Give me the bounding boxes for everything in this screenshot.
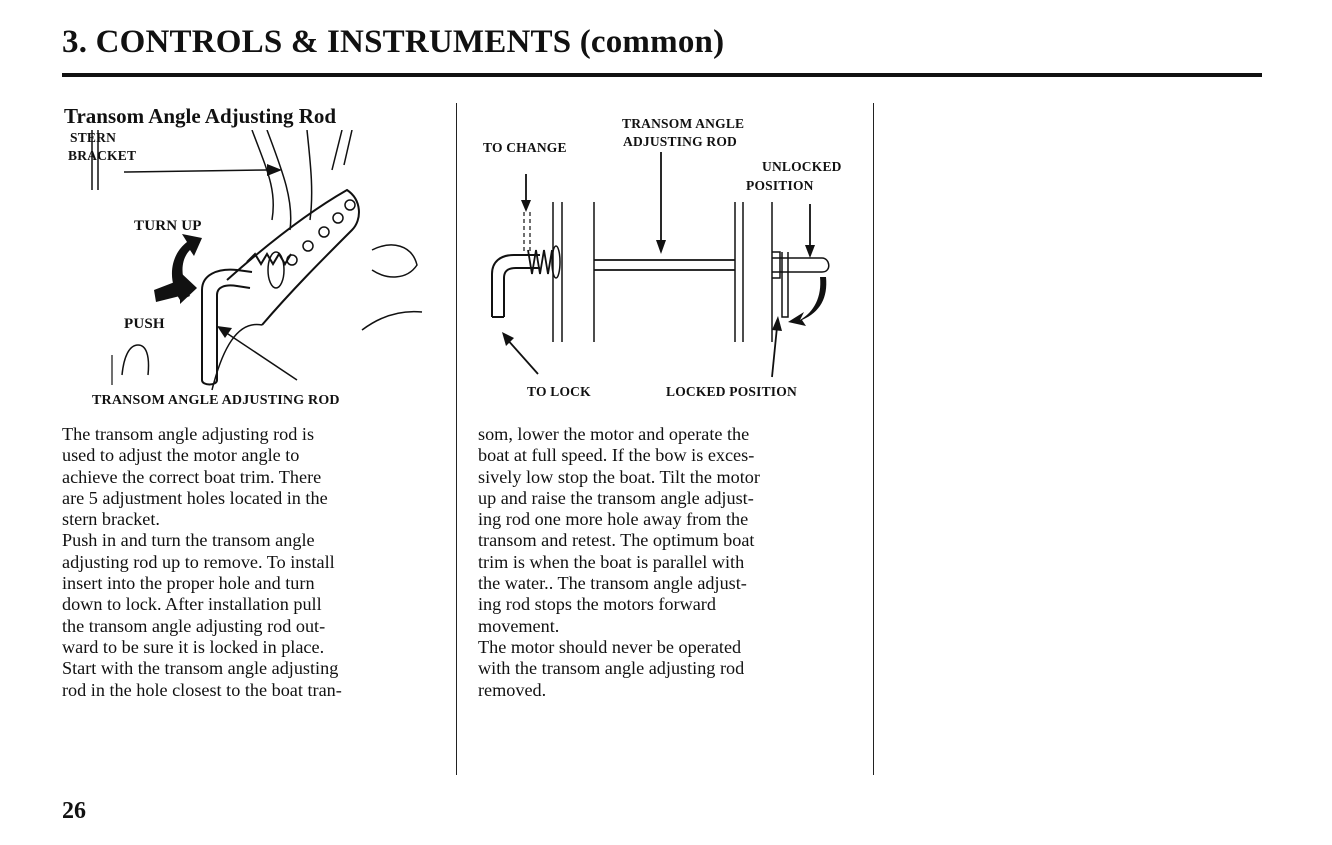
figure-rod-positions: TRANSOM ANGLE ADJUSTING ROD TO CHANGE UN…	[470, 112, 870, 402]
label-transom-angle: TRANSOM ANGLE	[622, 116, 745, 131]
label-stern-bracket-2: BRACKET	[68, 148, 137, 163]
label-position: POSITION	[746, 178, 814, 193]
text-line: adjusting rod up to remove. To install	[62, 551, 335, 572]
text-line: The motor should never be operated	[478, 636, 742, 657]
text-line: ward to be sure it is locked in place.	[62, 636, 325, 657]
text-line: rod in the hole closest to the boat tran…	[62, 679, 342, 700]
label-unlocked: UNLOCKED	[762, 159, 842, 174]
text-line: trim is when the boat is parallel with	[478, 551, 745, 572]
figure-stern-bracket: STERN BRACKET TURN UP PUSH	[62, 129, 432, 392]
label-push: PUSH	[124, 316, 165, 332]
figure1-caption: TRANSOM ANGLE ADJUSTING ROD	[92, 393, 340, 408]
label-adjusting-rod: ADJUSTING ROD	[623, 134, 737, 149]
label-stern-bracket-1: STERN	[70, 130, 117, 145]
text-line: stern bracket.	[62, 509, 160, 530]
title-rule	[62, 73, 1262, 77]
text-line: som, lower the motor and operate the	[478, 424, 750, 444]
text-line: sively low stop the boat. Tilt the motor	[478, 466, 760, 487]
text-line: the water.. The transom angle adjust-	[478, 573, 747, 594]
chapter-title: 3. CONTROLS & INSTRUMENTS (common)	[62, 24, 725, 60]
text-line: the transom angle adjusting rod out-	[62, 615, 326, 636]
column-divider-left	[456, 103, 457, 775]
text-line: boat at full speed. If the bow is exces-	[478, 445, 755, 466]
text-line: removed.	[478, 679, 547, 700]
label-to-change: TO CHANGE	[483, 140, 567, 155]
text-line: used to adjust the motor angle to	[62, 445, 300, 466]
stern-bracket-illustration	[91, 129, 423, 391]
text-line: ing rod one more hole away from the	[478, 509, 749, 530]
rod-positions-illustration	[491, 152, 830, 378]
text-line: up and raise the transom angle adjust-	[478, 487, 754, 508]
text-line: insert into the proper hole and turn	[62, 573, 315, 594]
section-heading: Transom Angle Adjusting Rod	[64, 104, 337, 128]
column-divider-right	[873, 103, 874, 775]
text-line: with the transom angle adjusting rod	[478, 658, 745, 679]
text-line: transom and retest. The optimum boat	[478, 530, 755, 551]
text-line: Start with the transom angle adjusting	[62, 658, 339, 679]
text-line: achieve the correct boat trim. There	[62, 466, 322, 487]
right-column-text: som, lower the motor and operate the boa…	[478, 424, 760, 701]
page-number: 26	[62, 798, 86, 824]
label-to-lock: TO LOCK	[527, 384, 591, 399]
text-line: movement.	[478, 615, 560, 636]
text-line: are 5 adjustment holes located in the	[62, 487, 328, 508]
text-line: down to lock. After installation pull	[62, 594, 322, 615]
label-turn-up: TURN UP	[134, 218, 202, 234]
text-line: Push in and turn the transom angle	[62, 530, 315, 551]
text-line: ing rod stops the motors forward	[478, 594, 716, 615]
text-line: The transom angle adjusting rod is	[62, 424, 315, 444]
label-locked-position: LOCKED POSITION	[666, 384, 797, 399]
left-column-text: The transom angle adjusting rod is used …	[62, 424, 342, 701]
